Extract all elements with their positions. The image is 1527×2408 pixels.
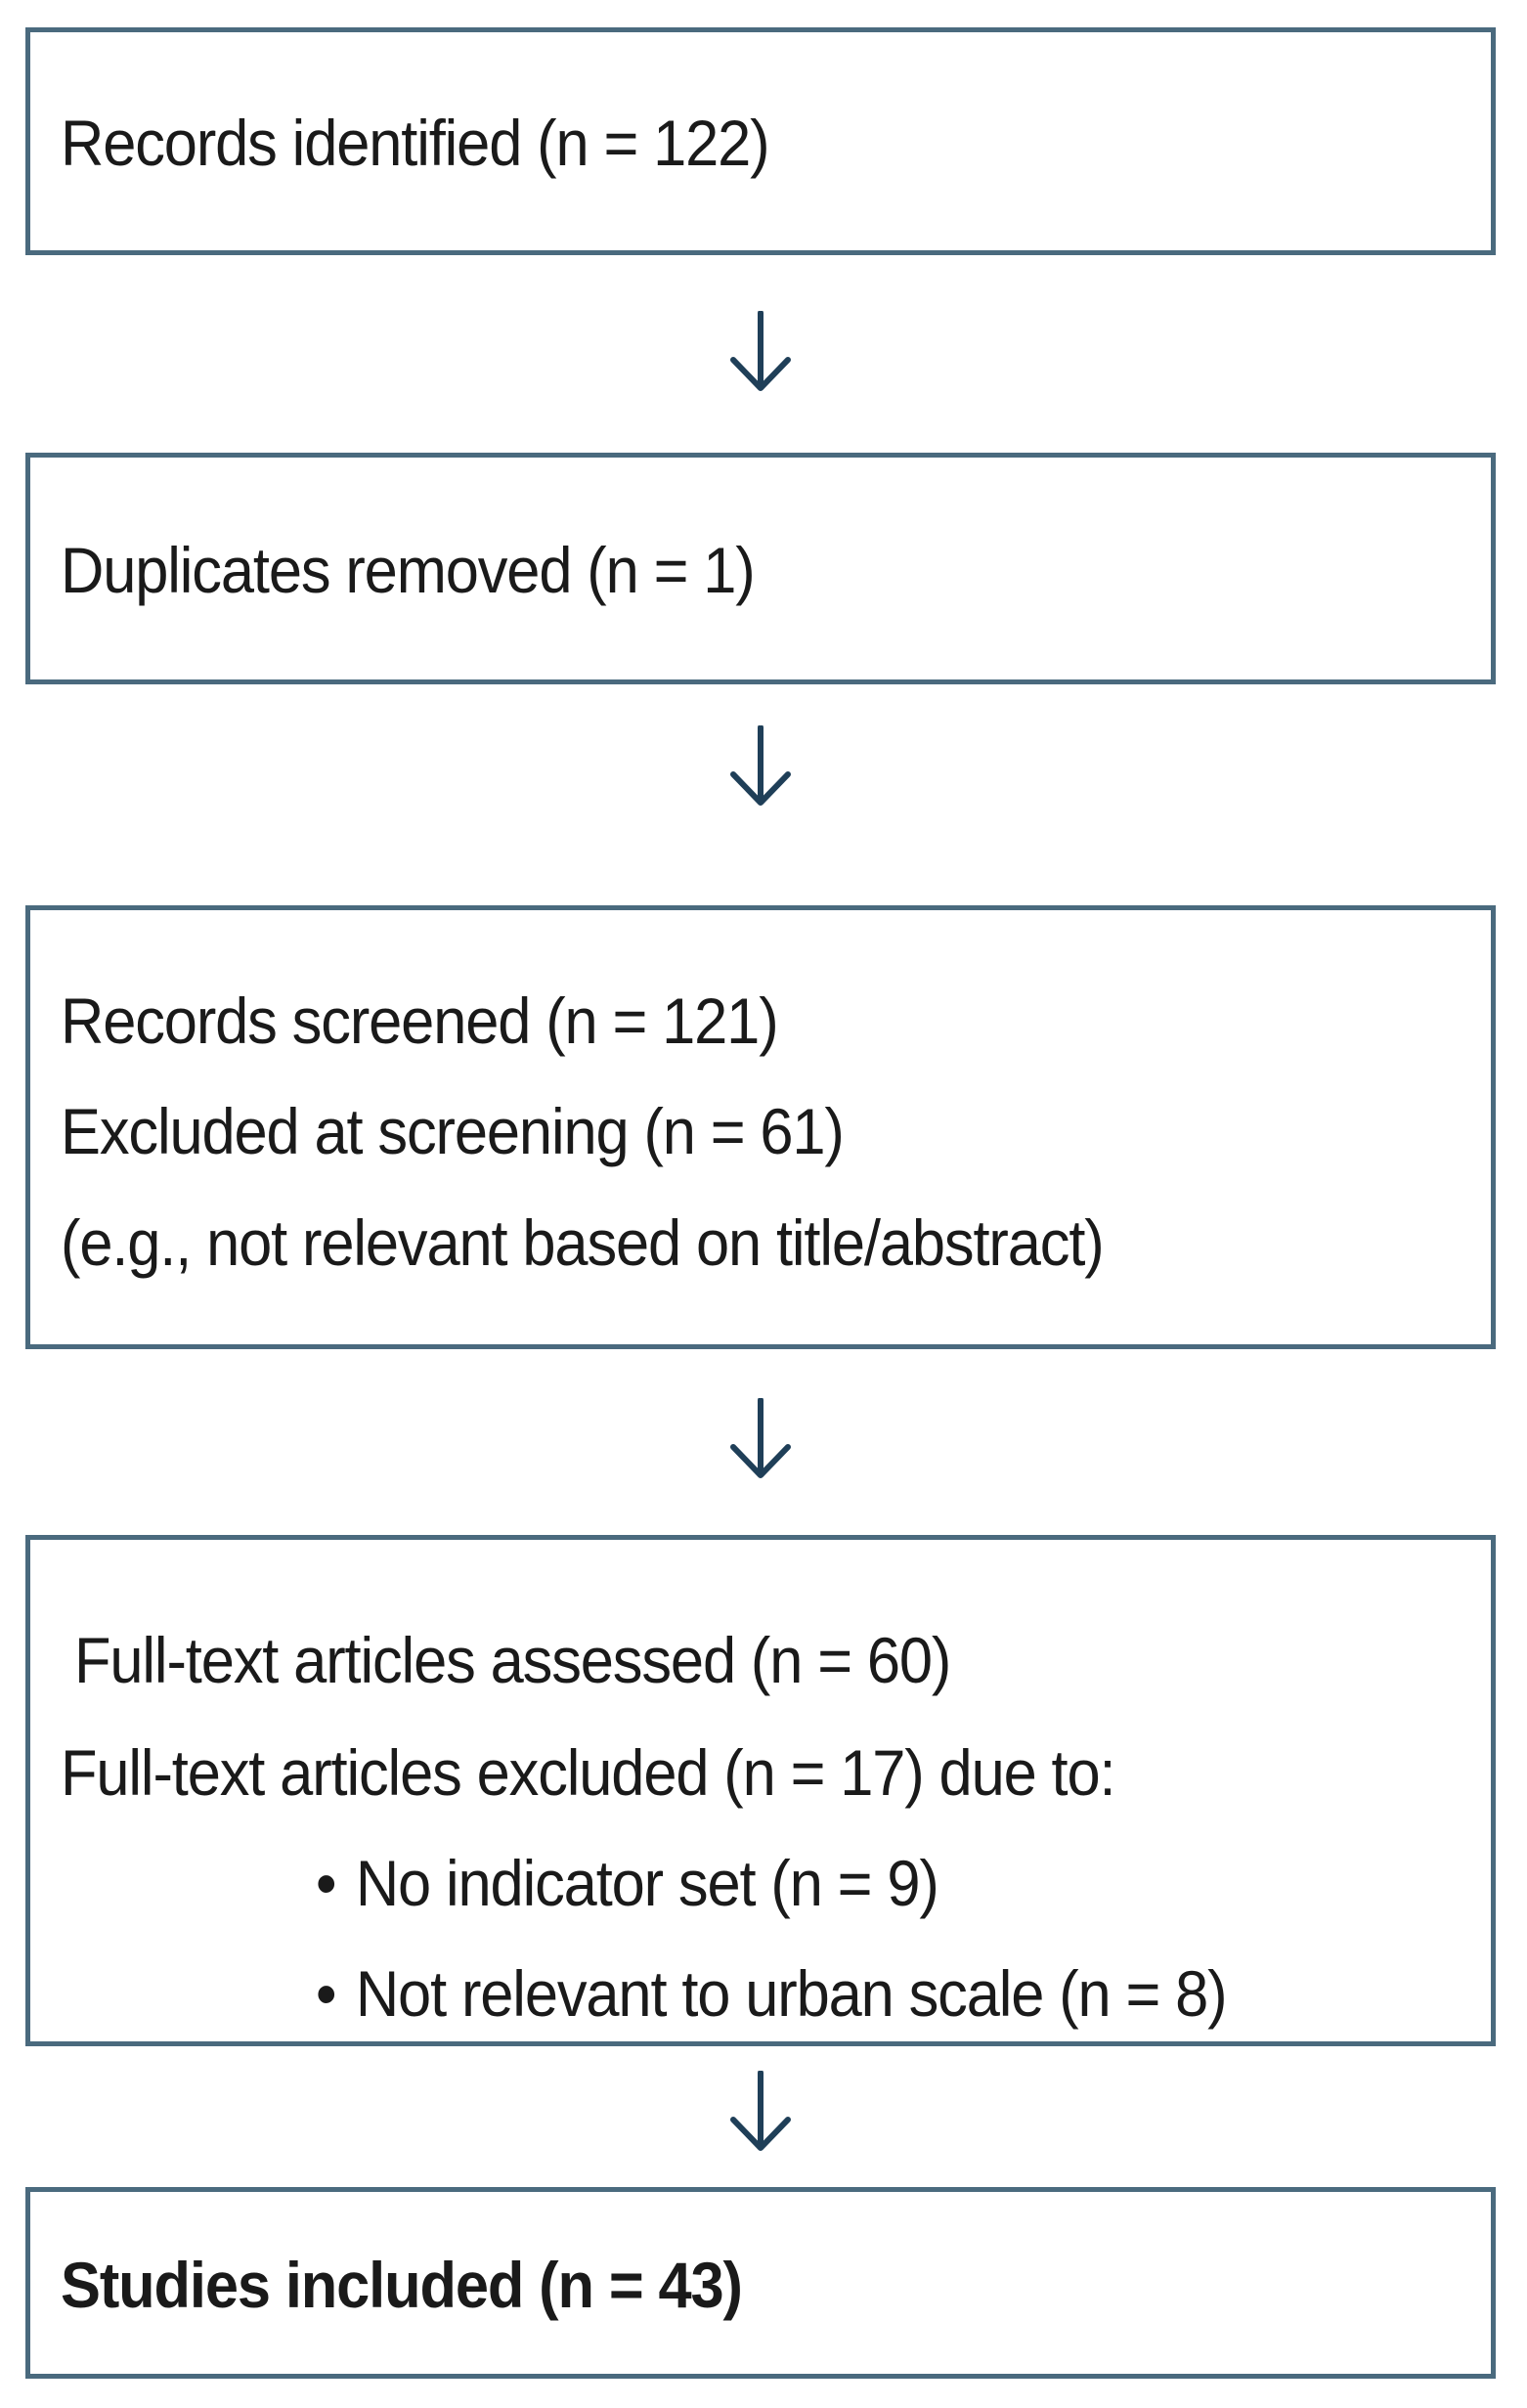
full-text-assessed-text: Full-text articles assessed (n = 60) — [74, 1624, 951, 1696]
exclusion-reason-text: No indicator set (n = 9) — [355, 1847, 939, 1919]
arrow-down-icon — [727, 2071, 794, 2153]
duplicates-removed-box: Duplicates removed (n = 1) — [25, 453, 1496, 684]
studies-included-text: Studies included (n = 43) — [61, 2249, 743, 2321]
exclusion-reason-text: Not relevant to urban scale (n = 8) — [355, 1957, 1228, 2030]
duplicates-removed-text: Duplicates removed (n = 1) — [61, 534, 756, 606]
screening-example-text: (e.g., not relevant based on title/abstr… — [61, 1206, 1105, 1279]
records-screened-text: Records screened (n = 121) — [61, 985, 779, 1057]
full-text-assessment-box: Full-text articles assessed (n = 60) Ful… — [25, 1535, 1496, 2046]
excluded-screening-text: Excluded at screening (n = 61) — [61, 1095, 845, 1167]
full-text-excluded-text: Full-text articles excluded (n = 17) due… — [61, 1736, 1116, 1809]
arrow-down-icon — [727, 1398, 794, 1480]
records-identified-box: Records identified (n = 122) — [25, 27, 1496, 255]
studies-included-box: Studies included (n = 43) — [25, 2187, 1496, 2379]
records-screened-box: Records screened (n = 121) Excluded at s… — [25, 905, 1496, 1349]
bullet-dot: • — [316, 1957, 336, 2030]
exclusion-reason-item: • Not relevant to urban scale (n = 8) — [316, 1957, 1228, 2030]
bullet-dot: • — [316, 1847, 336, 1919]
records-identified-text: Records identified (n = 122) — [61, 107, 770, 179]
arrow-down-icon — [727, 311, 794, 393]
arrow-down-icon — [727, 725, 794, 808]
exclusion-reason-item: • No indicator set (n = 9) — [316, 1847, 939, 1919]
